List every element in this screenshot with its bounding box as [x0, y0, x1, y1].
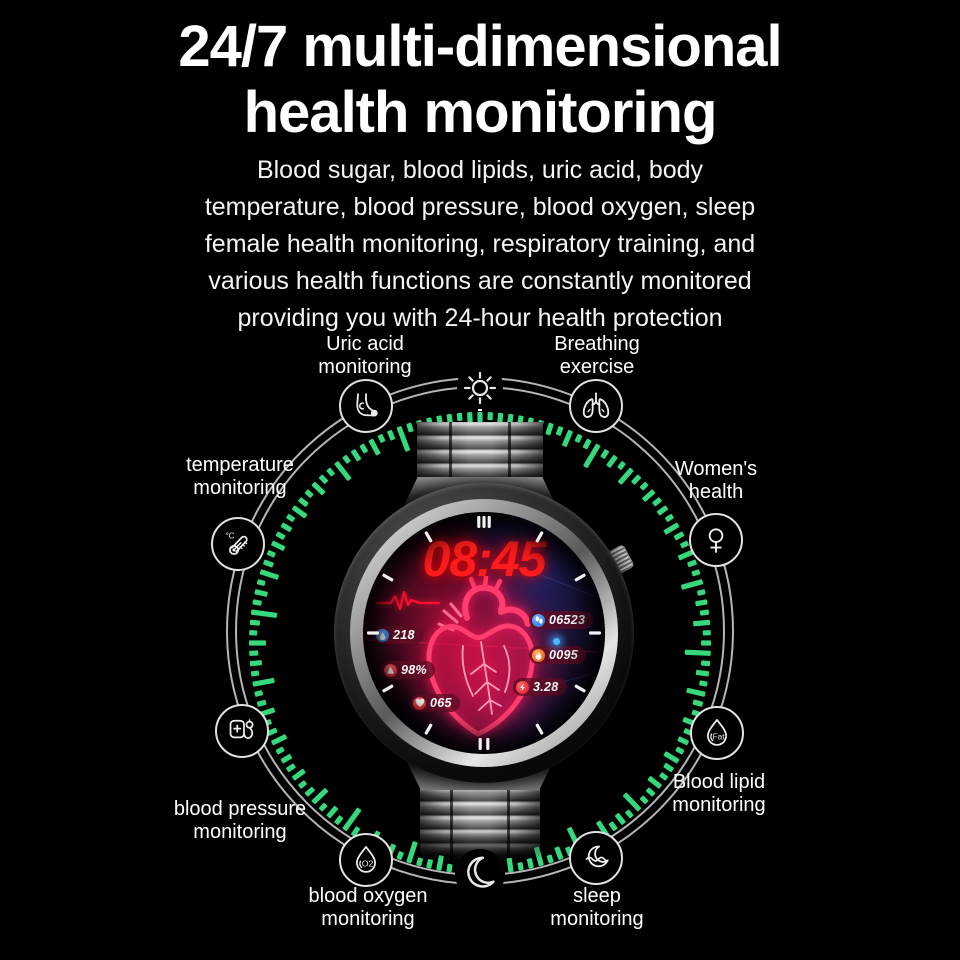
subtitle-line: providing you with 24-hour health protec… — [237, 304, 723, 332]
stat-spo2: 98% — [381, 661, 435, 679]
spo2-icon — [384, 663, 397, 677]
svg-text:Fat: Fat — [713, 732, 726, 742]
blood-sugar-icon — [376, 628, 389, 642]
page-title: 24/7 multi-dimensional health monitoring — [0, 14, 960, 146]
o2-drop-icon: O2 — [356, 846, 376, 873]
subtitle-line: various health functions are constantly … — [208, 267, 752, 295]
uric-acid-feature — [339, 379, 393, 433]
sleep-moon-icon — [585, 845, 609, 868]
sleep-feature — [569, 831, 623, 885]
subtitle-line: Blood sugar, blood lipids, uric acid, bo… — [256, 156, 704, 184]
blood-oxygen-feature: O2 — [339, 833, 393, 887]
calories-icon — [532, 648, 545, 662]
stat-distance: 3.28 — [513, 678, 567, 696]
stat-blood-sugar: 218 — [373, 626, 423, 644]
sun-icon — [457, 363, 503, 409]
blood-lipid-feature: Fat — [690, 706, 744, 760]
stat-calories: 0095 — [529, 646, 587, 664]
watch-screen: 08:45 218 — [363, 512, 605, 754]
distance-icon — [516, 680, 529, 694]
stat-heart-rate: 065 — [410, 694, 460, 712]
title-line-2: health monitoring — [243, 80, 718, 145]
temperature-feature: °C — [211, 517, 265, 571]
stat-steps: 06523 — [529, 611, 594, 629]
watch-band-top — [417, 422, 543, 480]
subtitle: Blood sugar, blood lipids, uric acid, bo… — [0, 152, 960, 337]
fat-drop-icon: Fat — [707, 719, 727, 746]
watch-band-bottom — [420, 788, 540, 860]
svg-text:O2: O2 — [362, 859, 374, 869]
notification-dot — [553, 638, 560, 645]
svg-text:°C: °C — [226, 531, 235, 540]
steps-icon — [532, 613, 545, 627]
title-line-1: 24/7 multi-dimensional — [178, 14, 782, 79]
female-icon — [708, 528, 724, 553]
ecg-line-icon — [375, 590, 441, 611]
heart-rate-icon — [413, 696, 426, 710]
thermometer-icon: °C — [226, 531, 248, 555]
watch-time: 08:45 — [422, 531, 547, 587]
womens-health-feature — [689, 513, 743, 567]
subtitle-line: female health monitoring, respiratory tr… — [204, 230, 756, 258]
breathing-feature — [569, 379, 623, 433]
subtitle-line: temperature, blood pressure, blood oxyge… — [204, 193, 756, 221]
blood-pressure-feature — [215, 704, 269, 758]
bp-cuff-icon — [229, 719, 254, 739]
moon-icon — [455, 849, 505, 899]
lungs-icon — [582, 392, 610, 418]
foot-gout-icon — [356, 393, 378, 417]
